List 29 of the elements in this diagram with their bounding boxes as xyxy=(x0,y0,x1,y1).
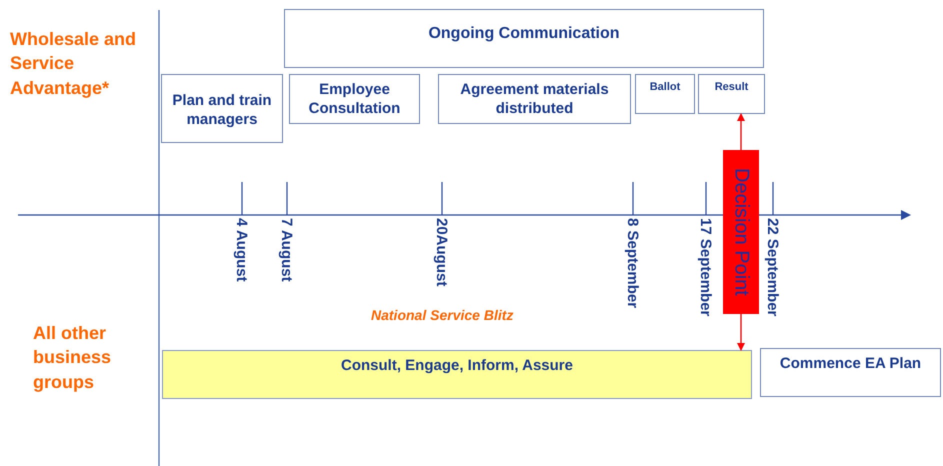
arrow xyxy=(737,113,745,150)
date-label: 7 August xyxy=(278,218,295,282)
box-text: Agreement materials distributed xyxy=(459,81,610,119)
box-text: Consult, Engage, Inform, Assure xyxy=(341,357,573,376)
date-label: 17 September xyxy=(697,218,714,316)
activity-box xyxy=(760,348,941,397)
activity-box xyxy=(161,74,283,143)
decision-point-box xyxy=(723,150,759,314)
box-text: Ongoing Communication xyxy=(428,24,620,44)
box-text: Decision Point xyxy=(730,168,754,296)
arrow xyxy=(737,314,745,351)
date-label: 8 September xyxy=(624,218,641,308)
note-text: National Service Blitz xyxy=(371,307,514,323)
activity-box xyxy=(635,74,695,114)
highlight-box xyxy=(162,350,752,399)
box-text: Ballot xyxy=(650,81,680,95)
activity-box xyxy=(284,9,764,68)
group-label: Wholesale and Service Advantage* xyxy=(10,28,138,100)
box-text: Result xyxy=(714,81,748,95)
date-label: 4 August xyxy=(233,218,250,282)
activity-box xyxy=(698,74,765,114)
activity-box xyxy=(438,74,631,124)
group-label: All other business groups xyxy=(33,322,112,394)
date-label: 22 September xyxy=(764,218,781,316)
box-text: Plan and train managers xyxy=(171,92,273,130)
box-text: Employee Consultation xyxy=(308,81,402,119)
activity-box xyxy=(289,74,420,124)
date-label: 20August xyxy=(433,218,450,286)
box-text: Commence EA Plan xyxy=(780,355,922,374)
